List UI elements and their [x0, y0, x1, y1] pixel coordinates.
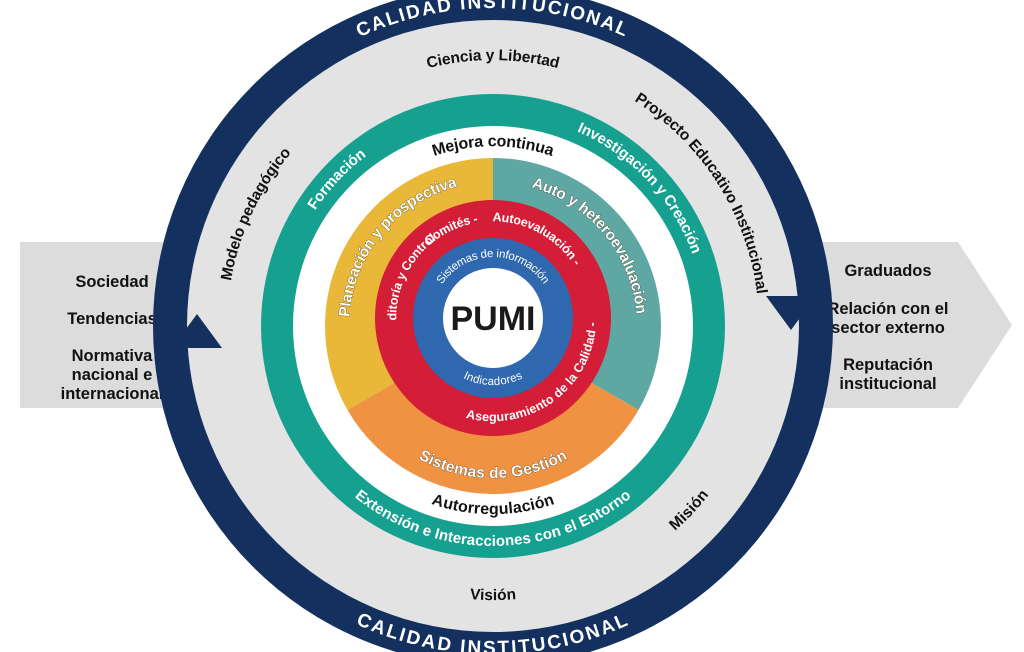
- right-arrow-item: institucional: [839, 375, 936, 393]
- left-arrow-item: Tendencias: [67, 310, 157, 328]
- cycle-arrowhead-right-tip: [766, 296, 816, 330]
- cycle-arrowhead-left-tip: [172, 314, 222, 348]
- right-arrow-item: sector externo: [831, 319, 945, 337]
- left-arrow-item: Normativa: [72, 347, 154, 365]
- center-disc: [443, 268, 543, 368]
- right-output-arrow: Graduados Relación con el sector externo…: [780, 242, 1012, 408]
- left-arrow-item: nacional e: [72, 366, 153, 384]
- right-arrow-item: Graduados: [844, 262, 931, 280]
- center-label: PUMI: [451, 300, 536, 338]
- right-arrow-item: Relación con el: [827, 300, 948, 318]
- right-arrow-item: Reputación: [843, 356, 933, 374]
- gray-ring-vision-label: Visión: [469, 586, 516, 604]
- left-arrow-item: internacional: [61, 385, 164, 403]
- blue-ring-bottom-label: Indicadores: [462, 370, 525, 388]
- left-arrow-item: Sociedad: [75, 273, 148, 291]
